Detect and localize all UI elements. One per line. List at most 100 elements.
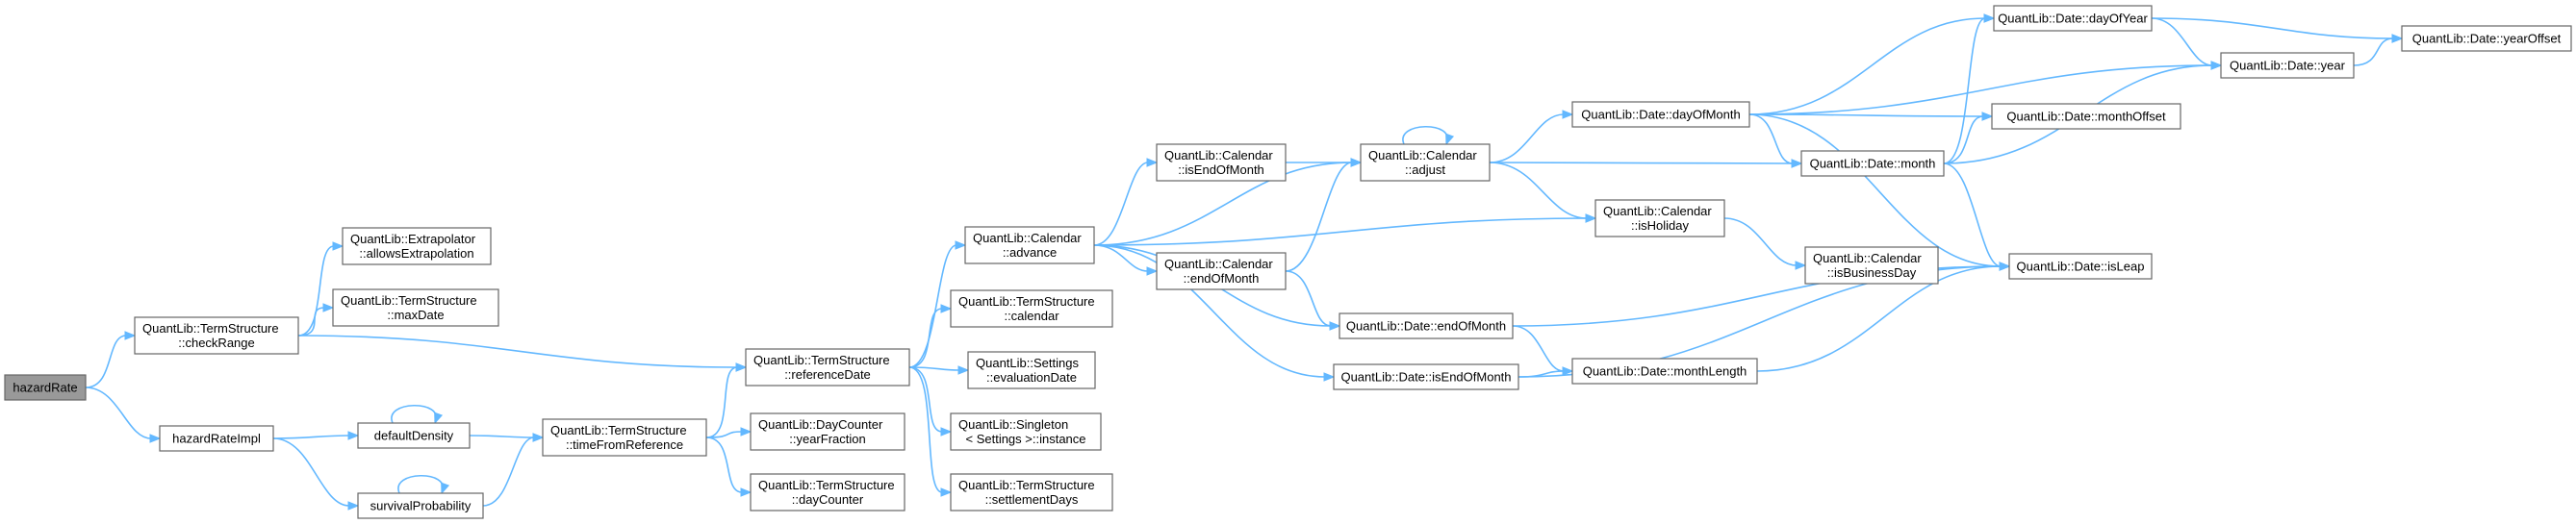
edge-date-month-to-date-is-leap xyxy=(1943,162,2011,271)
node-calendar-is-holiday[interactable]: QuantLib::Calendar::isHoliday xyxy=(1594,199,1725,237)
node-day-counter-year-fraction-label-0: QuantLib::DayCounter xyxy=(758,417,883,432)
node-date-is-end-of-month-box xyxy=(1333,363,1519,390)
node-date-end-of-month[interactable]: QuantLib::Date::endOfMonth xyxy=(1339,312,1514,339)
node-calendar-is-business-day[interactable]: QuantLib::Calendar::isBusinessDay xyxy=(1804,246,1939,285)
node-calendar-is-end-of-month-label-1: ::isEndOfMonth xyxy=(1178,162,1264,177)
nodes-layer: hazardRate QuantLib::TermStructure::check… xyxy=(4,5,2572,519)
edge-calendar-advance-to-calendar-is-end-of-month xyxy=(1093,158,1159,246)
edge-line xyxy=(2353,37,2394,66)
edge-date-month-to-date-month-offset xyxy=(1943,112,1994,164)
node-settings-evaluation-date[interactable]: QuantLib::Settings::evaluationDate xyxy=(967,351,1096,389)
edge-line xyxy=(1943,115,1984,164)
node-term-structure-check-range[interactable]: QuantLib::TermStructure::checkRange xyxy=(134,316,299,355)
node-date-day-of-year-label-0: QuantLib::Date::dayOfYear xyxy=(1998,12,2148,26)
edge-date-day-of-year-to-date-year xyxy=(2151,17,2223,70)
edge-term-structure-check-range-to-term-structure-max-date xyxy=(297,303,335,337)
node-term-structure-check-range-label-0: QuantLib::TermStructure xyxy=(142,321,279,336)
node-date-year[interactable]: QuantLib::Date::year xyxy=(2220,52,2355,79)
edge-line xyxy=(1093,244,1326,378)
node-date-year-box xyxy=(2220,52,2355,79)
node-term-structure-day-counter-label-0: QuantLib::TermStructure xyxy=(758,478,895,492)
node-date-month-label-0: QuantLib::Date::month xyxy=(1810,157,1936,171)
edge-term-structure-reference-date-to-singleton-settings-instance xyxy=(908,366,953,437)
edge-term-structure-time-from-reference-to-term-structure-day-counter xyxy=(705,437,752,497)
node-date-is-end-of-month[interactable]: QuantLib::Date::isEndOfMonth xyxy=(1333,363,1519,390)
node-term-structure-time-from-reference[interactable]: QuantLib::TermStructure::timeFromReferen… xyxy=(542,418,707,457)
node-date-month-length[interactable]: QuantLib::Date::monthLength xyxy=(1571,358,1758,385)
edge-line xyxy=(1748,17,1986,115)
node-term-structure-time-from-reference-label-1: ::timeFromReference xyxy=(566,437,683,452)
node-term-structure-reference-date-label-0: QuantLib::TermStructure xyxy=(753,353,890,367)
edge-line xyxy=(1285,270,1332,327)
node-date-is-leap-label-0: QuantLib::Date::isLeap xyxy=(2017,260,2145,274)
node-hazard-rate-impl[interactable]: hazardRateImpl xyxy=(159,425,274,452)
edge-arrowhead xyxy=(1146,266,1159,276)
edge-arrowhead xyxy=(1350,158,1363,167)
node-term-structure-reference-date[interactable]: QuantLib::TermStructure::referenceDate xyxy=(745,348,910,387)
node-calendar-end-of-month-label-1: ::endOfMonth xyxy=(1184,271,1260,286)
edge-line xyxy=(908,244,957,368)
edge-line xyxy=(1285,162,1353,272)
node-calendar-is-end-of-month-box xyxy=(1156,143,1287,182)
edge-hazard-rate-impl-to-survival-probability xyxy=(272,437,360,511)
node-date-year-label-0: QuantLib::Date::year xyxy=(2230,59,2346,73)
edge-date-day-of-month-to-date-day-of-year xyxy=(1748,13,1996,115)
node-date-day-of-year[interactable]: QuantLib::Date::dayOfYear xyxy=(1993,5,2153,32)
node-calendar-is-business-day-label-1: ::isBusinessDay xyxy=(1827,265,1917,280)
node-calendar-is-holiday-label-1: ::isHoliday xyxy=(1631,218,1689,233)
edge-line xyxy=(2151,17,2213,66)
node-default-density-box xyxy=(357,422,471,449)
edge-arrowhead xyxy=(1562,110,1574,119)
node-singleton-settings-instance-label-0: QuantLib::Singleton xyxy=(958,417,1068,432)
node-survival-probability[interactable]: survivalProbability xyxy=(357,492,484,519)
node-survival-probability-box xyxy=(357,492,484,519)
node-calendar-advance-box xyxy=(964,226,1095,264)
node-date-is-leap[interactable]: QuantLib::Date::isLeap xyxy=(2008,253,2153,280)
node-calendar-adjust[interactable]: QuantLib::Calendar::adjust xyxy=(1360,143,1491,182)
edge-line xyxy=(297,307,325,337)
edge-line xyxy=(908,366,960,371)
node-default-density[interactable]: defaultDensity xyxy=(357,422,471,449)
node-date-year-offset[interactable]: QuantLib::Date::yearOffset xyxy=(2401,25,2572,52)
edge-line xyxy=(2151,17,2394,39)
edge-arrowhead xyxy=(1585,213,1597,223)
edge-line xyxy=(469,435,535,438)
node-hazard-rate-label-0: hazardRate xyxy=(13,381,77,395)
node-date-month-offset[interactable]: QuantLib::Date::monthOffset xyxy=(1991,103,2181,130)
node-date-day-of-month-label-0: QuantLib::Date::dayOfMonth xyxy=(1581,108,1740,122)
edge-line xyxy=(391,405,437,424)
node-extrapolator-allows-extrapolation-box xyxy=(342,227,492,265)
edge-hazard-rate-impl-to-default-density xyxy=(272,431,360,440)
node-extrapolator-allows-extrapolation[interactable]: QuantLib::Extrapolator::allowsExtrapolat… xyxy=(342,227,492,265)
node-date-is-leap-box xyxy=(2008,253,2153,280)
edge-line xyxy=(908,366,943,493)
edge-arrowhead xyxy=(1795,261,1807,270)
node-settings-evaluation-date-label-1: ::evaluationDate xyxy=(986,370,1077,385)
node-date-day-of-month[interactable]: QuantLib::Date::dayOfMonth xyxy=(1571,101,1750,128)
node-term-structure-settlement-days-box xyxy=(950,473,1113,512)
node-calendar-is-business-day-box xyxy=(1804,246,1939,285)
edge-arrowhead xyxy=(2210,61,2223,70)
node-term-structure-day-counter[interactable]: QuantLib::TermStructure::dayCounter xyxy=(750,473,905,512)
node-settings-evaluation-date-label-0: QuantLib::Settings xyxy=(976,356,1079,370)
node-day-counter-year-fraction-label-1: ::yearFraction xyxy=(789,432,865,446)
edge-line xyxy=(85,335,127,388)
node-calendar-end-of-month-label-0: QuantLib::Calendar xyxy=(1164,257,1273,271)
edge-arrowhead xyxy=(347,431,360,440)
node-term-structure-max-date-label-1: ::maxDate xyxy=(387,308,444,322)
node-date-month[interactable]: QuantLib::Date::month xyxy=(1800,150,1945,177)
node-term-structure-max-date[interactable]: QuantLib::TermStructure::maxDate xyxy=(332,288,499,327)
node-term-structure-settlement-days[interactable]: QuantLib::TermStructure::settlementDays xyxy=(950,473,1113,512)
edge-arrowhead xyxy=(1146,158,1159,167)
node-term-structure-calendar[interactable]: QuantLib::TermStructure::calendar xyxy=(950,289,1113,328)
node-term-structure-calendar-label-0: QuantLib::TermStructure xyxy=(958,294,1095,309)
node-singleton-settings-instance[interactable]: QuantLib::Singleton< Settings >::instanc… xyxy=(950,412,1102,451)
node-hazard-rate[interactable]: hazardRate xyxy=(4,374,87,401)
edge-arrowhead xyxy=(740,487,752,497)
edge-date-month-to-date-day-of-year xyxy=(1943,13,1996,164)
node-calendar-advance[interactable]: QuantLib::Calendar::advance xyxy=(964,226,1095,264)
node-calendar-is-end-of-month[interactable]: QuantLib::Calendar::isEndOfMonth xyxy=(1156,143,1287,182)
node-calendar-end-of-month[interactable]: QuantLib::Calendar::endOfMonth xyxy=(1156,252,1287,290)
edge-arrowhead xyxy=(2391,34,2404,43)
node-day-counter-year-fraction[interactable]: QuantLib::DayCounter::yearFraction xyxy=(750,412,905,451)
